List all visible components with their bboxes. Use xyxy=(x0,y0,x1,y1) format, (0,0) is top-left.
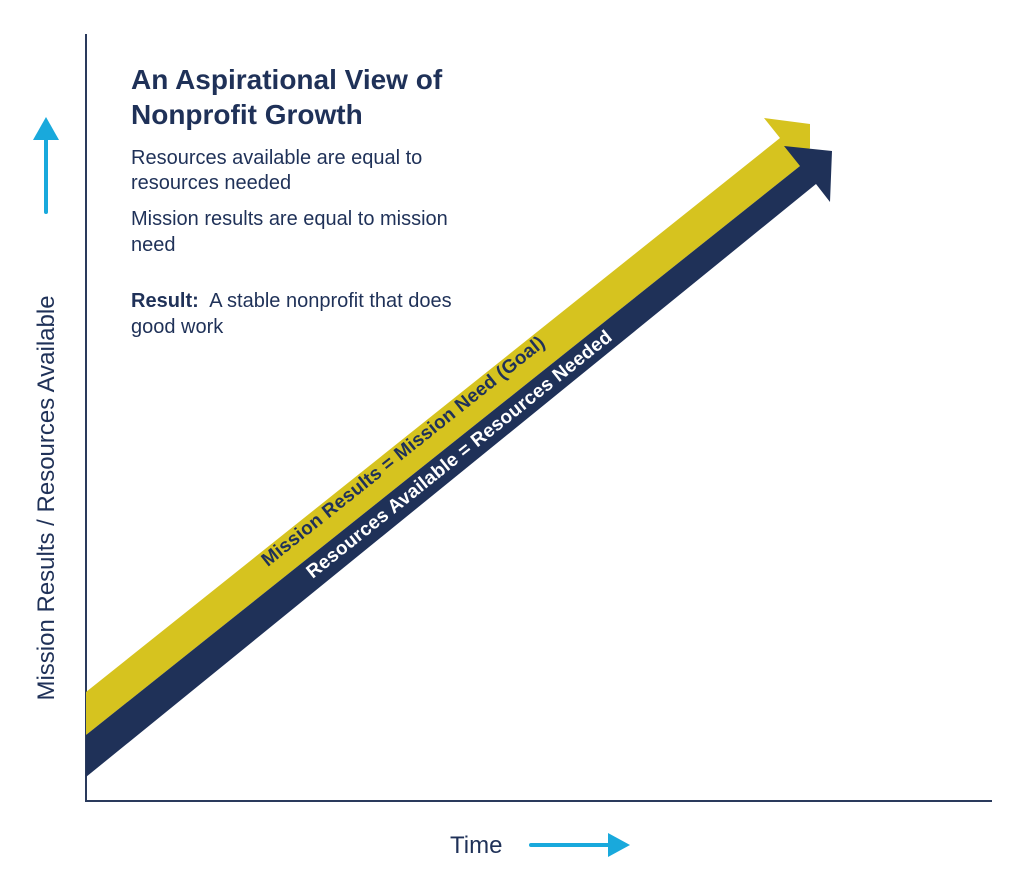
result-text: A stable nonprofit that does xyxy=(209,290,451,312)
diagram-title-line1: An Aspirational View of xyxy=(131,64,443,95)
result-label: Result: xyxy=(131,290,199,312)
resources-arrow-label: Resources Available = Resources Needed xyxy=(303,326,617,582)
mission-arrow-label: Mission Results = Mission Need (Goal) xyxy=(258,332,550,571)
mission-arrow xyxy=(86,118,810,735)
result-line2: good work xyxy=(131,316,224,338)
right-arrow-icon xyxy=(529,833,630,857)
x-axis-label: Time xyxy=(450,832,502,859)
resources-arrow xyxy=(86,146,832,777)
point1-line2: resources needed xyxy=(131,172,291,194)
point1-line1: Resources available are equal to xyxy=(131,147,422,169)
up-arrow-icon xyxy=(33,117,59,214)
result-line1: Result: A stable nonprofit that does xyxy=(131,290,452,312)
diagram-title-line2: Nonprofit Growth xyxy=(131,99,363,130)
point2-line2: need xyxy=(131,234,176,256)
point2-line1: Mission results are equal to mission xyxy=(131,208,448,230)
y-axis-label: Mission Results / Resources Available xyxy=(33,295,60,700)
